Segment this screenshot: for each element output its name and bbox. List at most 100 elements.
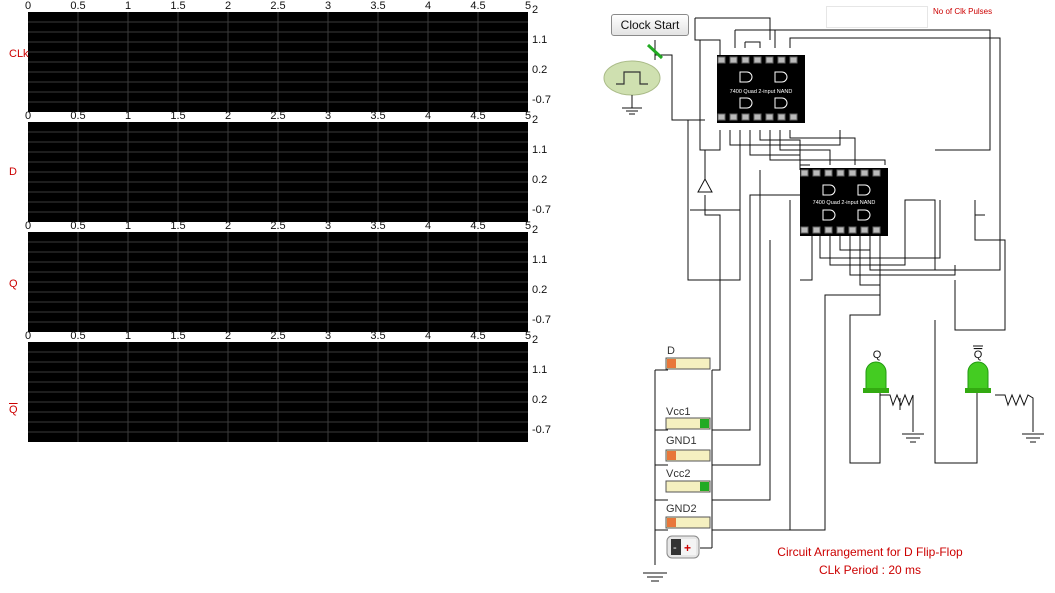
scope-x-tick: 1 [124, 330, 132, 342]
scope-x-tick: 2.5 [270, 0, 286, 12]
scope-x-tick: 5 [524, 330, 532, 342]
scope-x-tick: 3.5 [370, 330, 386, 342]
scope-x-tick: 2 [224, 110, 232, 122]
ground-symbols [643, 433, 1044, 582]
scope-y-tick: 0.2 [532, 284, 548, 296]
inverter-gate [697, 177, 713, 193]
scope-x-tick: 3 [324, 330, 332, 342]
scope-screen [28, 342, 528, 442]
scope-x-tick: 0.5 [70, 0, 86, 12]
scope-y-tick: 2 [532, 334, 539, 346]
scope-y-tick: 1.1 [532, 34, 548, 46]
scope-x-tick: 5 [524, 220, 532, 232]
switch-vcc2[interactable]: Vcc2 [665, 468, 711, 493]
switch-vcc1[interactable]: Vcc1 [665, 406, 711, 430]
nand-ic-top: 7400 Quad 2-input NAND [717, 55, 805, 123]
scope-x-tick: 1.5 [170, 220, 186, 232]
scope-x-tick: 3.5 [370, 110, 386, 122]
scope-x-tick: 0.5 [70, 110, 86, 122]
switch-gnd1-label: GND1 [666, 435, 697, 447]
scope-x-tick: 1.5 [170, 110, 186, 122]
scope-screen [28, 232, 528, 332]
scope-y-tick: -0.7 [532, 424, 551, 436]
scope-y-tick: -0.7 [532, 314, 551, 326]
switch-gnd2-label: GND2 [666, 503, 697, 515]
circuit-caption-period: CLk Period : 20 ms [818, 563, 922, 577]
switch-vcc1-label: Vcc1 [666, 406, 690, 418]
scope-x-tick: 4 [424, 330, 432, 342]
switch-gnd1[interactable]: GND1 [665, 435, 711, 462]
ic-label: 7400 Quad 2-input NAND [730, 89, 793, 95]
scope-x-tick: 2.5 [270, 220, 286, 232]
led-q-label: Q [873, 349, 882, 361]
clock-start-button[interactable]: Clock Start [611, 14, 689, 36]
scope-x-axis: 0 0.5 1 1.5 2 2.5 3 3.5 4 4.5 5 [0, 0, 560, 12]
scope-x-tick: 0.5 [70, 220, 86, 232]
scope-y-tick: -0.7 [532, 94, 551, 106]
scope-x-tick: 1 [124, 110, 132, 122]
ic-label: 7400 Quad 2-input NAND [813, 200, 876, 206]
scope-screen [28, 12, 528, 112]
svg-text:+: + [684, 541, 691, 555]
scope-x-tick: 1.5 [170, 0, 186, 12]
scope-x-tick: 3.5 [370, 0, 386, 12]
scope-y-tick: 0.2 [532, 64, 548, 76]
switch-d-label: D [667, 345, 675, 357]
led-q: Q [863, 349, 889, 393]
scope-x-tick: 0 [24, 110, 32, 122]
clock-source [603, 60, 661, 115]
scope-y-tick: 2 [532, 4, 539, 16]
scope-y-tick: 0.2 [532, 174, 548, 186]
scope-screen [28, 122, 528, 222]
battery-icon: - + [666, 535, 700, 559]
scope-x-tick: 2 [224, 330, 232, 342]
circuit-caption-title: Circuit Arrangement for D Flip-Flop [777, 545, 963, 559]
scope-x-tick: 5 [524, 0, 532, 12]
scope-x-axis: 0 0.5 1 1.5 2 2.5 3 3.5 4 4.5 5 [0, 330, 560, 342]
scope-x-tick: 3 [324, 0, 332, 12]
scope-x-tick: 4.5 [470, 0, 486, 12]
scope-x-tick: 4 [424, 220, 432, 232]
scope-x-tick: 0 [24, 330, 32, 342]
scope-x-tick: 5 [524, 110, 532, 122]
scope-x-tick: 0 [24, 220, 32, 232]
led-qbar-label: Q [974, 349, 983, 361]
clock-switch-icon [646, 43, 664, 60]
scope-x-tick: 1 [124, 220, 132, 232]
scope-y-tick: 1.1 [532, 364, 548, 376]
scope-x-tick: 3 [324, 220, 332, 232]
scope-channel-label: Q [9, 404, 18, 416]
scope-channel-label: Q [9, 278, 18, 290]
switch-d[interactable]: D [665, 345, 711, 370]
scope-x-tick: 4 [424, 0, 432, 12]
scope-y-tick: -0.7 [532, 204, 551, 216]
scope-x-tick: 0.5 [70, 330, 86, 342]
scope-x-tick: 0 [24, 0, 32, 12]
switch-gnd2[interactable]: GND2 [665, 503, 711, 529]
scope-y-tick: 1.1 [532, 254, 548, 266]
scope-x-tick: 2 [224, 0, 232, 12]
pulse-count-label: No of Clk Pulses [933, 7, 993, 16]
scope-x-tick: 2.5 [270, 110, 286, 122]
nand-ic-bottom: 7400 Quad 2-input NAND [800, 168, 888, 236]
scope-x-tick: 3 [324, 110, 332, 122]
scope-x-axis: 0 0.5 1 1.5 2 2.5 3 3.5 4 4.5 5 [0, 220, 560, 232]
led-qbar: Q [965, 345, 991, 393]
switch-vcc2-label: Vcc2 [666, 468, 690, 480]
scope-x-tick: 4.5 [470, 330, 486, 342]
pulse-count-display [826, 6, 928, 28]
scope-channel-label: CLk [9, 48, 29, 60]
svg-text:-: - [673, 542, 677, 554]
scope-x-tick: 3.5 [370, 220, 386, 232]
scope-x-tick: 1 [124, 0, 132, 12]
scope-x-tick: 1.5 [170, 330, 186, 342]
scope-channel-label: D [9, 166, 17, 178]
scope-x-tick: 4.5 [470, 220, 486, 232]
scope-x-tick: 2.5 [270, 330, 286, 342]
scope-x-tick: 4 [424, 110, 432, 122]
scope-y-tick: 1.1 [532, 144, 548, 156]
scope-x-tick: 2 [224, 220, 232, 232]
scope-y-tick: 2 [532, 114, 539, 126]
